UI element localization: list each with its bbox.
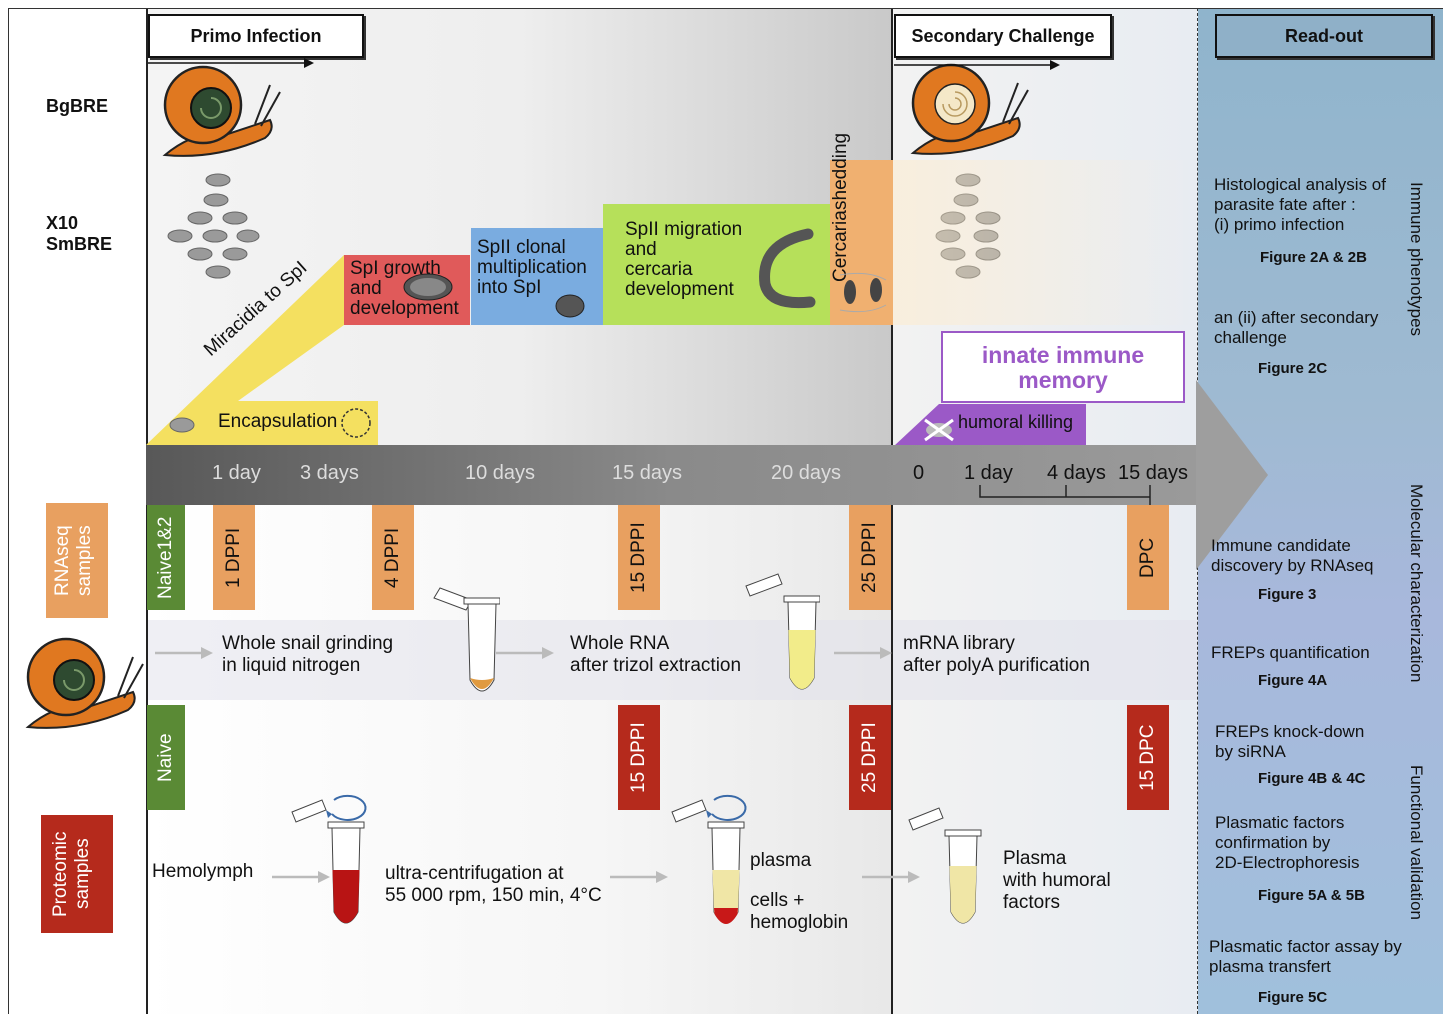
innate-memory-box: innate immune memory [941, 331, 1185, 403]
innate-memory-line2: memory [1018, 367, 1108, 393]
readout-fig3: Figure 3 [1258, 586, 1317, 603]
rna-arrow-1 [155, 647, 213, 659]
sporocyst-icon [403, 273, 453, 301]
bgbre-label: BgBRE [46, 96, 108, 116]
tick-1-day: 1 day [212, 462, 261, 484]
killed-parasite-icon [924, 418, 954, 442]
readout-freps-quant: FREPs quantification [1211, 643, 1370, 662]
frame-outer-left [8, 8, 9, 1014]
prot-naive-tag: Naive [147, 705, 185, 810]
humoral-killing-label: humoral killing [958, 412, 1074, 432]
frame-top-line [8, 8, 1443, 9]
tick-sec-1-day: 1 day [964, 462, 1013, 484]
tube-yellow-icon [745, 573, 820, 690]
rna-1dppi-tag: 1 DPPI [213, 505, 255, 610]
readout-fig2ab: Figure 2A & 2B [1260, 249, 1367, 266]
side-molecular-characterization: Molecular characterization [1407, 484, 1426, 683]
innate-memory-line1: innate immune [981, 342, 1145, 368]
tube-orange-icon [433, 587, 500, 692]
tick-sec-15-days: 15 days [1118, 462, 1189, 484]
side-functional-validation: Functional validation [1407, 765, 1426, 920]
readout-fig5ab: Figure 5A & 5B [1258, 887, 1365, 904]
tick-0: 0 [913, 462, 925, 484]
secondary-time-arrow [894, 60, 1060, 70]
rna-row-band [146, 620, 1198, 700]
tick-15-days: 15 days [612, 462, 683, 484]
cercaria-icon [839, 272, 887, 313]
prot-plasma-label: plasma [750, 850, 812, 871]
readout-fig4a: Figure 4A [1258, 672, 1328, 689]
smbre-label: SmBRE [46, 234, 113, 254]
tube-final-plasma-icon [908, 807, 982, 924]
timeline-arrow-head [1196, 380, 1268, 570]
rna-15dppi-tag: 15 DPPI [618, 505, 660, 610]
primo-time-arrow [148, 58, 314, 68]
rna-arrow-3 [834, 647, 892, 659]
tube-red-icon [291, 794, 367, 924]
readout-header: Read-out [1215, 14, 1433, 58]
prot-15dppi-tag: 15 DPPI [618, 705, 660, 810]
frame-mid-line [891, 8, 893, 1014]
rna-dpc-tag: DPC [1127, 505, 1169, 610]
prot-cells-label: cells +hemoglobin [750, 890, 849, 933]
secondary-challenge-header: Secondary Challenge [894, 14, 1112, 58]
daughter-sporocyst-icon [759, 228, 816, 309]
sporocyst-small-icon [555, 294, 585, 318]
tick-20-days: 20 days [771, 462, 842, 484]
prot-arrow-1 [272, 871, 330, 883]
readout-fig4bc: Figure 4B & 4C [1258, 770, 1366, 787]
prot-25dppi-tag: 25 DPPI [849, 705, 891, 810]
secondary-fade-band [893, 160, 1197, 325]
snail-rna-icon [25, 637, 144, 729]
prot-arrow-3 [862, 871, 920, 883]
prot-arrow-2 [610, 871, 668, 883]
readout-fig2c: Figure 2C [1258, 360, 1328, 377]
readout-fig5c: Figure 5C [1258, 989, 1328, 1006]
x10-label: X10 [46, 213, 79, 233]
snail-primo-icon [162, 65, 281, 157]
rnaseq-samples-label: RNAseq samples [46, 503, 108, 618]
encapsulation-label: Encapsulation [218, 411, 338, 432]
miracidia-cluster-icon [167, 173, 260, 279]
miracidia-stage-shape [146, 255, 378, 445]
tube-plasma-icon [671, 794, 747, 924]
tick-sec-4-days: 4 days [1047, 462, 1106, 484]
side-immune-phenotypes: Immune phenotypes [1407, 182, 1426, 337]
snail-secondary-icon [910, 63, 1029, 155]
tick-3-days: 3 days [300, 462, 359, 484]
tick-10-days: 10 days [465, 462, 536, 484]
prot-15dpc-tag: 15 DPC [1127, 705, 1169, 810]
timeline-bar [146, 445, 1198, 505]
proteomic-samples-label: Proteomic samples [41, 815, 113, 933]
rna-4dppi-tag: 4 DPPI [372, 505, 414, 610]
cercaria-stage [830, 160, 893, 325]
rna-arrow-2 [496, 647, 554, 659]
rna-25dppi-tag: 25 DPPI [849, 505, 891, 610]
rna-naive-tag: Naive1&2 [147, 505, 185, 610]
primo-infection-header: Primo Infection [148, 14, 364, 58]
prot-step-hemolymph: Hemolymph [152, 861, 254, 882]
